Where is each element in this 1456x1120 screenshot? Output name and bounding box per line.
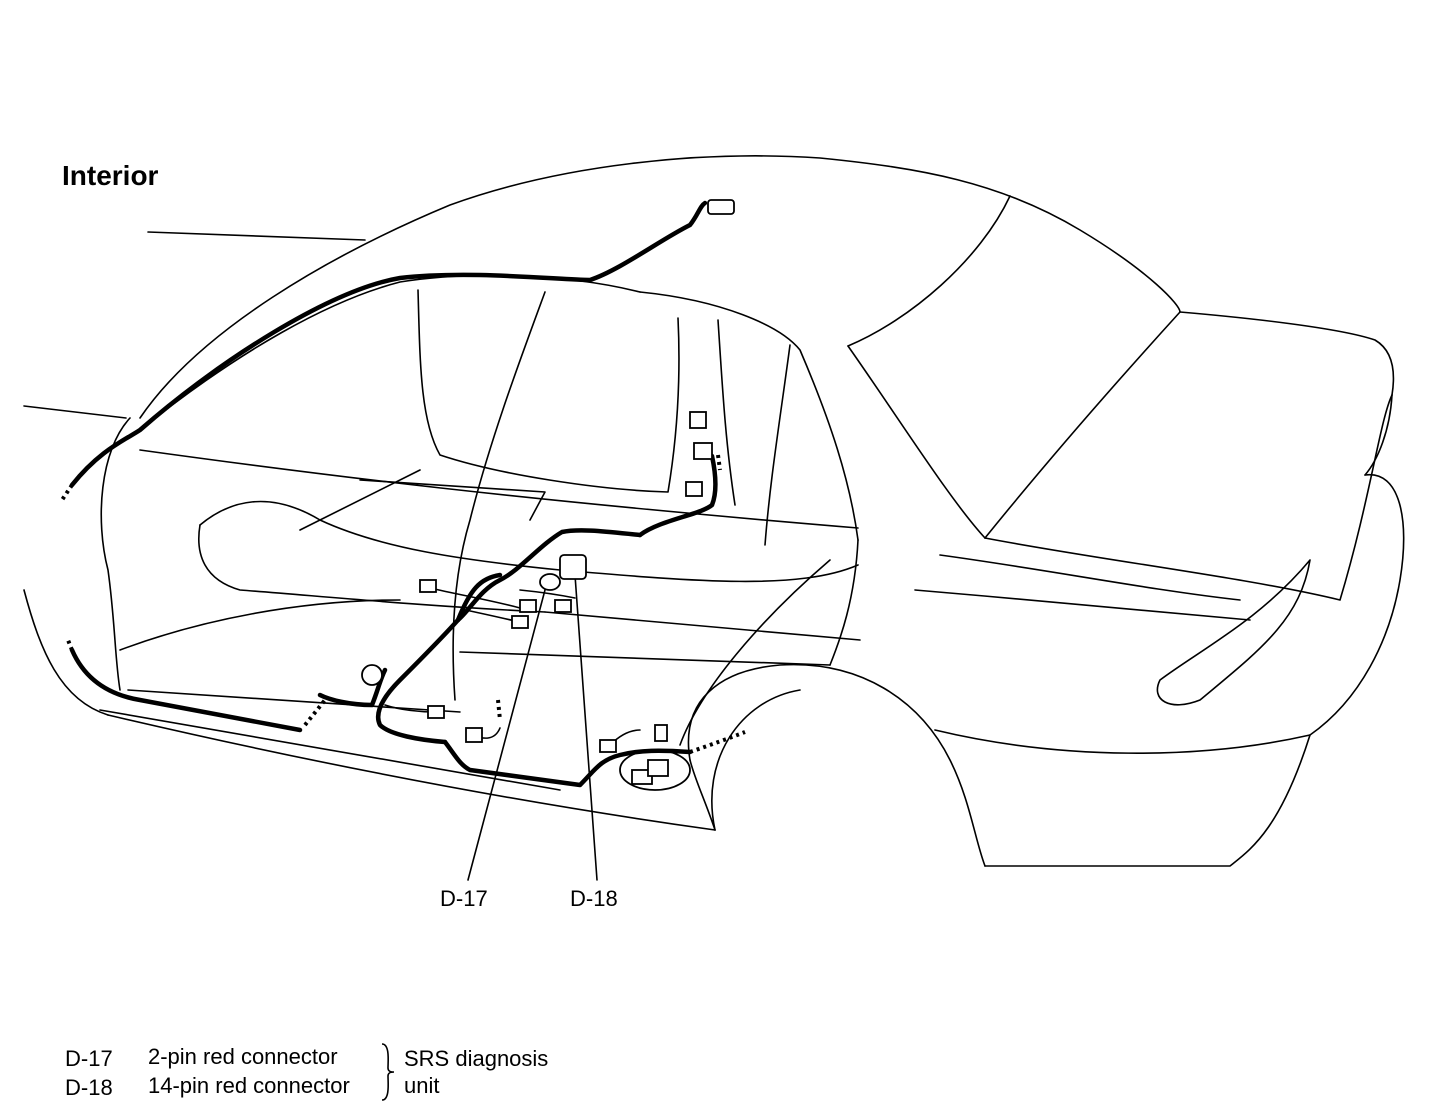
floor-line-1 (119, 599, 401, 651)
pillar-connector-mid (693, 442, 713, 460)
rear-connector-2 (631, 769, 653, 785)
pillar-connector-lower (685, 481, 703, 497)
legend-desc-d17: 2-pin red connector (148, 1044, 338, 1069)
pillar-connector-upper (689, 411, 707, 429)
legend-code-d17: D-17 (65, 1046, 113, 1071)
floor-connector-left (419, 579, 437, 593)
seat-cushion (198, 524, 546, 613)
rocker-panel (107, 714, 716, 831)
c-pillar (639, 291, 859, 541)
seat-back-line (139, 449, 859, 529)
tunnel-dashed (496, 699, 502, 721)
floor-front-outline (359, 479, 546, 521)
legend-code-d18: D-18 (65, 1075, 113, 1100)
rear-harness-dashed-end (689, 730, 746, 754)
legend-brace (381, 1043, 395, 1101)
floor-connector-a (519, 599, 537, 613)
sill-harness-dashed-end (66, 639, 74, 651)
legend-desc-d18: 14-pin red connector (148, 1073, 350, 1098)
trunk-lid (984, 394, 1393, 601)
floor-edge-right (679, 559, 831, 746)
floor-tunnel (299, 469, 421, 531)
rear-end-upper (1364, 394, 1393, 476)
d18-srs-unit (559, 554, 587, 580)
reference-line-top (147, 231, 366, 241)
rear-window-right (984, 311, 1181, 539)
rear-window-edge (847, 345, 986, 539)
tunnel-connector (465, 727, 483, 743)
harness-branch-left (455, 572, 503, 623)
rear-connector-1 (599, 739, 617, 753)
front-door-edge (100, 417, 131, 691)
pillar-harness (637, 453, 718, 538)
door-frame-rear (417, 289, 680, 493)
front-seat (199, 500, 859, 583)
reference-line-mid (23, 405, 127, 419)
rear-door-pillar (717, 319, 736, 506)
legend-unit-line2: unit (404, 1073, 440, 1098)
rear-connector-4 (654, 724, 668, 742)
floor-connector-c (554, 599, 572, 613)
center-connector (427, 705, 445, 719)
center-dashed (303, 698, 327, 727)
pillar-right (764, 344, 791, 546)
legend-unit-line1: SRS diagnosis (404, 1046, 549, 1071)
rear-bumper (934, 474, 1405, 754)
d18-leader (574, 574, 598, 881)
roof-harness (69, 200, 708, 488)
rear-harness-loop (619, 749, 691, 791)
front-lower-body (23, 589, 109, 716)
rocker-front (99, 709, 561, 791)
tail-light (1156, 559, 1311, 706)
branch-wire-1 (429, 587, 521, 609)
callout-d18: D-18 (570, 886, 618, 911)
front-sill-harness (69, 647, 303, 733)
floor-line-2 (127, 689, 461, 713)
branch-wire-3 (519, 589, 576, 599)
roof-connector (707, 199, 735, 215)
rocker-end (689, 759, 716, 831)
callout-d17: D-17 (440, 886, 488, 911)
trunk-top (1179, 311, 1395, 396)
grommet-center (361, 664, 383, 686)
floor-harness-tunnel (375, 617, 461, 745)
rear-fender-line (939, 554, 1241, 601)
b-pillar (452, 291, 546, 701)
floor-line-4 (459, 651, 831, 666)
arch-lip (711, 689, 801, 831)
pillar-dashed (716, 454, 722, 471)
roof-outline (139, 155, 1181, 419)
floor-edge-right2 (829, 539, 859, 666)
rear-quarter-lower (914, 589, 1251, 621)
floor-connector-b (511, 615, 529, 629)
rear-lower-body (984, 734, 1311, 867)
rear-connector-3 (647, 759, 669, 777)
rear-wheel-arch (687, 663, 986, 867)
d17-connector (539, 573, 561, 591)
d17-leader (467, 589, 546, 881)
floor-line-3 (544, 611, 861, 641)
diagram-title: Interior (62, 160, 159, 191)
windshield-edge (847, 195, 1011, 347)
roof-inner-outline (139, 274, 641, 431)
roof-harness-dashed-end (60, 483, 74, 502)
